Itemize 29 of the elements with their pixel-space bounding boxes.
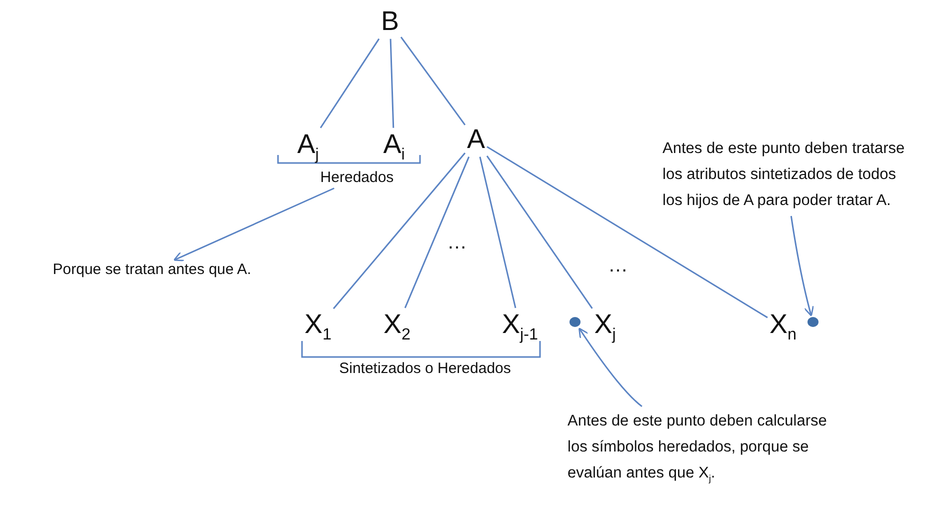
tree-symbol: B <box>381 7 399 37</box>
tree-symbol: A$_{j}$ <box>297 130 319 164</box>
note-text: Antes de este punto deben calcularse los símbolos heredados, porque se evalúan antes que X$_{j}$. <box>568 408 832 492</box>
note-text: Porque se tratan antes que A. <box>52 262 252 278</box>
connector-line <box>486 156 593 309</box>
ellipsis-text: … <box>447 232 467 254</box>
tree-symbol: X$_{j-1}$ <box>502 310 538 344</box>
tree-symbol: A$_{i}$ <box>383 130 405 164</box>
note-text: Antes de este punto deben tratarse los atributos sintetizados de todos los hijos de A para poder tratar A. <box>662 136 908 214</box>
tree-symbol: X$_{j}$ <box>594 310 616 344</box>
tree-symbol: X$_{1}$ <box>304 310 332 344</box>
tree-symbol: X$_{2}$ <box>383 310 411 344</box>
arrow <box>173 188 334 262</box>
connector-line <box>479 156 516 308</box>
group-caption: Sintetizados o Heredados <box>339 360 511 378</box>
arrow <box>790 216 814 317</box>
connector-line <box>400 36 466 126</box>
group-caption: Heredados <box>320 170 394 186</box>
connector-line <box>332 152 466 310</box>
point-marker <box>808 317 818 327</box>
arrow <box>578 328 642 408</box>
connector-line <box>486 146 768 318</box>
tree-symbol: X$_{n}$ <box>769 310 797 344</box>
connector-line <box>320 38 380 128</box>
point-marker <box>570 317 580 327</box>
connector-line <box>404 156 470 308</box>
connector-line <box>390 38 394 128</box>
ellipsis-text: … <box>608 254 628 278</box>
tree-symbol: A <box>467 125 485 155</box>
